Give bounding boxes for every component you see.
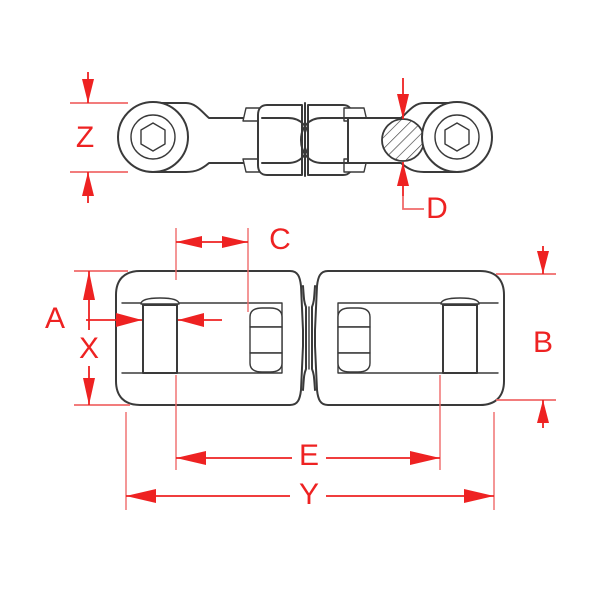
center-joint-left-curve (302, 285, 307, 391)
dimension-a: A (45, 302, 222, 335)
left-hex-nut (249, 307, 283, 373)
right-shank-nose (300, 117, 349, 164)
left-hex-nut-middle-face (249, 326, 283, 354)
dimension-x: X (74, 270, 130, 406)
dimension-y: Y (125, 412, 495, 511)
dim-e-arrow-left (176, 451, 206, 465)
center-joint-right-curve (311, 285, 316, 391)
dim-y-arrow-right (464, 489, 494, 503)
right-hex-nut-bottom-face (337, 352, 371, 373)
dimension-z: Z (70, 72, 128, 203)
right-pin-head-cap (440, 297, 480, 305)
left-hex-nut-top-face (249, 307, 283, 328)
dimension-b: B (496, 246, 556, 428)
right-hex-nut (337, 307, 371, 373)
dim-a-label: A (45, 302, 65, 335)
left-swivel-body (257, 104, 303, 176)
dim-c-arrow-left (176, 236, 202, 248)
dim-c-label: C (269, 223, 291, 256)
top-view-right-eye-assembly (421, 101, 493, 173)
dim-b-arrow-bottom (537, 400, 549, 423)
dim-a-arrow-left (116, 313, 142, 327)
dimension-d: D (397, 78, 448, 225)
left-eye-hex-socket (140, 122, 166, 152)
right-pin-body (442, 304, 478, 374)
dim-d-arrow-bottom (397, 162, 409, 186)
top-view (117, 101, 493, 177)
dim-x-arrow-bottom (83, 378, 95, 405)
left-pin-body (142, 304, 178, 374)
dim-e-arrow-right (410, 451, 440, 465)
shaft-cross-section-hatched (381, 118, 425, 162)
dim-b-label: B (533, 326, 553, 359)
left-hex-nut-bottom-face (249, 352, 283, 373)
left-pin-head-cap (140, 297, 180, 305)
dim-d-leader-elbow (402, 196, 424, 210)
dim-x-label: X (79, 332, 99, 365)
right-hex-nut-middle-face (337, 326, 371, 354)
dim-a-arrow-right (178, 313, 204, 327)
left-pin-assembly (140, 297, 180, 374)
dim-z-arrow-bottom (82, 172, 94, 196)
front-view-center-joint (302, 285, 316, 391)
right-pin-assembly (440, 297, 480, 374)
dim-e-label: E (299, 439, 319, 472)
dim-y-arrow-left (126, 489, 156, 503)
dim-b-arrow-top (537, 251, 549, 274)
right-eye-hex-socket (444, 122, 470, 152)
dim-y-label: Y (299, 478, 319, 511)
dim-x-arrow-top (83, 271, 95, 300)
dim-c-arrow-right (222, 236, 248, 248)
dimension-c: C (175, 223, 291, 312)
dim-d-label: D (426, 192, 448, 225)
dimension-e: E (175, 375, 441, 472)
dim-z-arrow-top (82, 79, 94, 103)
dim-d-arrow-top (397, 94, 409, 119)
front-view (115, 270, 505, 406)
right-hex-nut-top-face (337, 307, 371, 328)
dim-z-label: Z (76, 121, 94, 154)
